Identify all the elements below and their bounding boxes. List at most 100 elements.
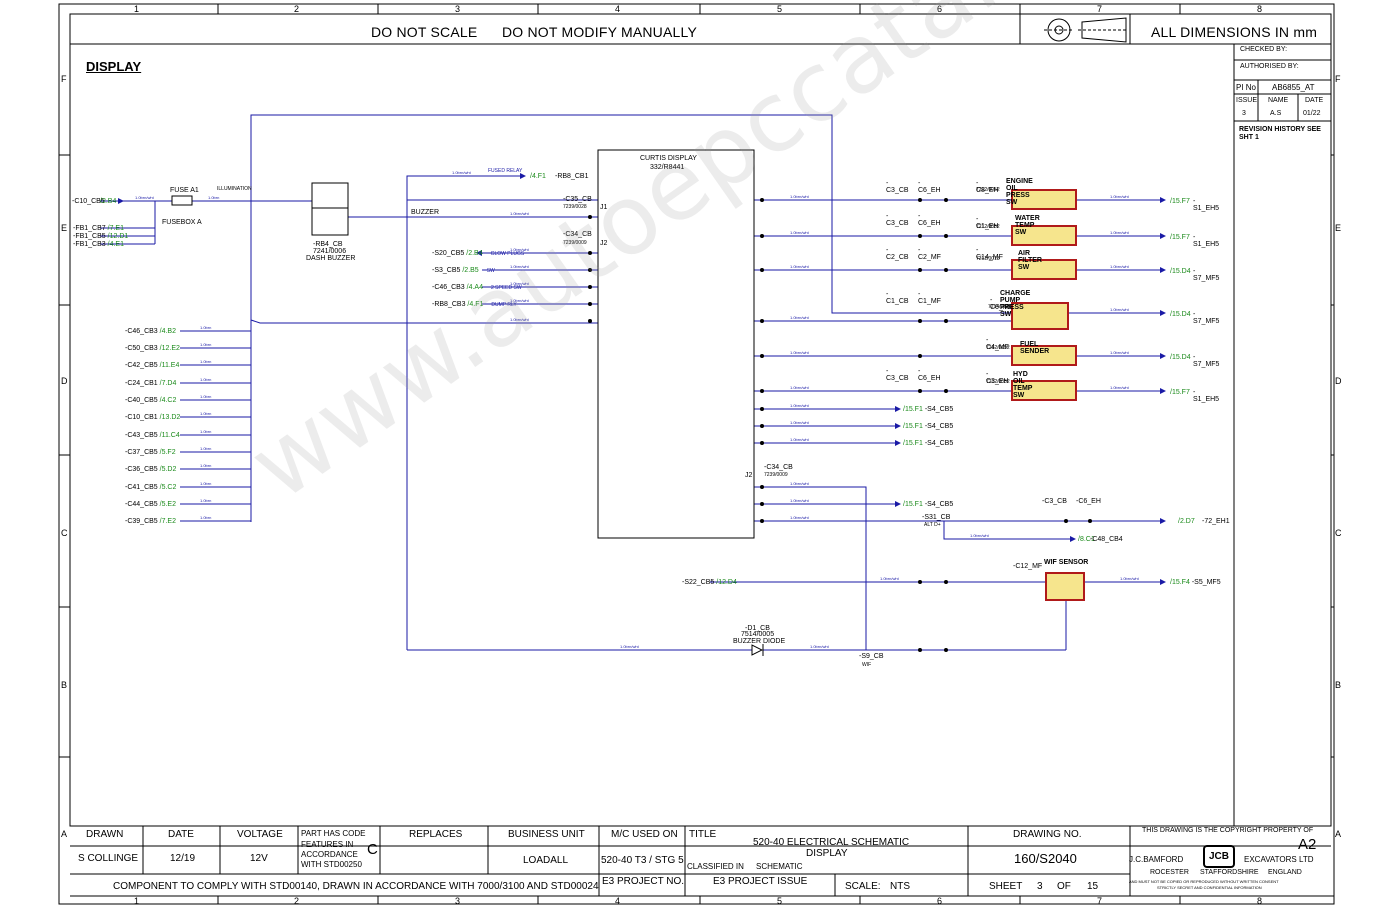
- sensor-3-conn3: -C6_MF: [990, 297, 1013, 311]
- j1-conn: -C35_CB: [563, 196, 592, 203]
- svg-text:1.0brn: 1.0brn: [200, 446, 211, 451]
- j2-label: J2: [600, 240, 608, 247]
- svg-text:1.0brn: 1.0brn: [200, 498, 211, 503]
- sheet-value: 3: [1037, 881, 1043, 892]
- left-input-2: -C42_CB5 /11.E4: [125, 362, 180, 369]
- fuse-a1-label: FUSE A1: [170, 187, 199, 194]
- alt-c-id: -C48_CB4: [1090, 536, 1123, 543]
- svg-text:1.0brn/wht: 1.0brn/wht: [452, 170, 472, 175]
- date-value-tb: 12/19: [170, 853, 196, 864]
- titleblock-lines: [70, 826, 1334, 897]
- fuse-left-0: -FB1_CB7 /7.E1: [73, 225, 124, 232]
- sensor-1-gnd: -S1_EH5: [1193, 234, 1220, 248]
- wif-name: WIF SENSOR: [1044, 559, 1089, 566]
- svg-text:1.0brn/wht: 1.0brn/wht: [1110, 230, 1130, 235]
- comply-note: COMPONENT TO COMPLY WITH STD00140, DRAWN…: [113, 881, 599, 892]
- left-input-11: -C39_CB5 /7.E2: [125, 518, 176, 525]
- dimensions-note: ALL DIMENSIONS IN mm: [1151, 24, 1318, 40]
- revision-note-2: SHT 1: [1239, 134, 1259, 141]
- e3-issue-label: E3 PROJECT ISSUE: [713, 876, 808, 887]
- sensor-3-ref: /15.D4: [1170, 311, 1191, 318]
- sensor-0-gnd: -S1_EH5: [1193, 198, 1220, 212]
- svg-text:1.0brn/wht: 1.0brn/wht: [790, 315, 810, 320]
- sensor-3-conn2: -C1_MF: [918, 291, 941, 305]
- sensor-4-gnd: -S7_MF5: [1193, 354, 1220, 368]
- replaces-label: REPLACES: [409, 829, 463, 840]
- svg-text:1.0brn/wht: 1.0brn/wht: [1110, 350, 1130, 355]
- e3-project-label: E3 PROJECT NO.: [602, 876, 685, 887]
- alt-conn2: -C6_EH: [1076, 498, 1101, 505]
- drawing-no-value: 160/S2040: [1014, 851, 1077, 866]
- do-not-modify-note: DO NOT MODIFY MANUALLY: [502, 24, 697, 40]
- alt-c-ref: /8.C1: [1078, 536, 1095, 543]
- grid-col-1: 1: [134, 4, 140, 14]
- wif-gnd: /15.F4 -S5_MF5: [1170, 579, 1221, 586]
- svg-text:1.0brn: 1.0brn: [200, 394, 211, 399]
- svg-text:1.0brn: 1.0brn: [208, 195, 219, 200]
- svg-text:1.0brn/wht: 1.0brn/wht: [790, 420, 810, 425]
- grid-col-2: 2: [294, 4, 300, 14]
- svg-text:1.0brn/wht: 1.0brn/wht: [880, 576, 900, 581]
- svg-text:1.0brn/wht: 1.0brn/wht: [790, 498, 810, 503]
- svg-text:1.0brn/wht: 1.0brn/wht: [510, 281, 530, 286]
- svg-text:1.0brn/wht: 1.0brn/wht: [790, 194, 810, 199]
- grid-col-5: 5: [777, 4, 783, 14]
- water-temp-sw-box: [1011, 225, 1077, 246]
- of-label: OF: [1057, 881, 1071, 892]
- sheet-size: A2: [1298, 836, 1317, 853]
- fuel-sender-box: [1011, 345, 1077, 366]
- display-name: CURTIS DISPLAY: [640, 155, 697, 162]
- part-code-1: PART HAS CODE: [301, 829, 366, 838]
- svg-text:1.0brn/wht: 1.0brn/wht: [790, 515, 810, 520]
- sensor-boxes: [1011, 189, 1085, 601]
- diode-id: -D1_CB: [745, 625, 770, 632]
- part-code-2: FEATURES IN: [301, 840, 354, 849]
- grid-row-d-right: D: [1335, 376, 1342, 386]
- svg-text:1.0brn: 1.0brn: [200, 377, 211, 382]
- fusebox-label: FUSEBOX A: [162, 219, 202, 226]
- grid-row-a: A: [61, 829, 68, 839]
- left-input-9: -C41_CB5 /5.C2: [125, 484, 177, 491]
- sensor-2-name: AIR FILTER SW: [1018, 250, 1042, 271]
- wires: [100, 114, 1160, 651]
- left-input-1: -C50_CB3 /12.E2: [125, 345, 180, 352]
- pi-label: PI No: [1236, 83, 1257, 92]
- svg-text:1.0brn/wht: 1.0brn/wht: [1110, 264, 1130, 269]
- mc-used-value: 520-40 T3 / STG 5: [601, 855, 684, 866]
- scale-label: SCALE:: [845, 881, 881, 892]
- business-unit-label: BUSINESS UNIT: [508, 829, 585, 840]
- fused-relay-label: FUSED RELAY: [488, 168, 523, 174]
- j2-lower-part: 7239/0009: [764, 472, 788, 478]
- of-value: 15: [1087, 881, 1099, 892]
- sensor-3-name: CHARGE PUMP PRESS SW: [1000, 290, 1031, 318]
- svg-text:1.0brn/wht: 1.0brn/wht: [1110, 194, 1130, 199]
- buzzer-diode-icon: [751, 644, 764, 656]
- sensor-2-conn3: -C14_MF: [976, 247, 1003, 261]
- wif-ground-id: -S9_CB: [859, 653, 884, 660]
- company-5: ENGLAND: [1268, 869, 1302, 876]
- date-label-tb: DATE: [168, 829, 194, 840]
- grid-row-b: B: [61, 680, 68, 690]
- sensor-1-conn1: -C3_CB: [886, 213, 909, 227]
- gnd-out-2: /15.F1 -S4_CB5: [903, 440, 954, 447]
- diode-name: BUZZER DIODE: [733, 638, 786, 645]
- svg-text:1.0brn/wht: 1.0brn/wht: [135, 195, 155, 200]
- name-value: A.S: [1270, 110, 1282, 117]
- date-label: DATE: [1305, 97, 1324, 104]
- sensor-1-ref: /15.F7: [1170, 234, 1190, 241]
- wire-numbers: 1.0brn/wht 1.0brn 1.0brn/wht 1.0brn/wht 1.…: [135, 170, 1140, 649]
- sensor-4-conn3: -C4_MF: [986, 337, 1009, 351]
- legal-1: AND MUST NOT BE COPIED OR REPRODUCED WIT…: [1129, 879, 1279, 884]
- sensor-5-part: 7212/0052: [986, 379, 1010, 385]
- sensor-2-gnd: -S7_MF5: [1193, 268, 1220, 282]
- grid-row-f: F: [61, 74, 67, 84]
- left-input-3: -C24_CB1 /7.D4: [125, 380, 177, 387]
- left-input-4: -C40_CB5 /4.C2: [125, 397, 177, 404]
- grid-col-4: 4: [615, 4, 621, 14]
- company-3: ROCESTER: [1150, 869, 1189, 876]
- connector-pins: [588, 198, 1092, 652]
- left-input-8: -C36_CB5 /5.D2: [125, 466, 177, 473]
